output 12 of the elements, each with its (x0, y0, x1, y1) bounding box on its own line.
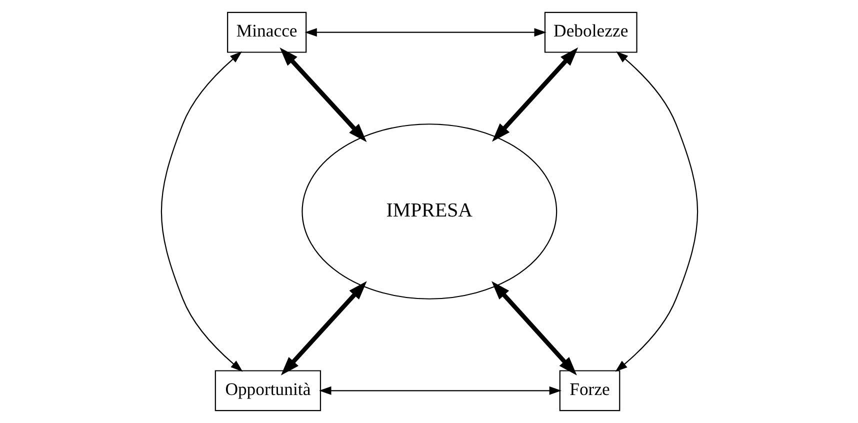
arrow (279, 47, 366, 142)
arrow (280, 281, 366, 376)
arrow (492, 47, 578, 142)
node-box: Minacce (226, 12, 306, 53)
arrow (491, 281, 576, 376)
node-box: Opportunità (214, 370, 321, 412)
arrow (318, 386, 561, 395)
arrow (304, 28, 546, 37)
arrow (614, 51, 698, 372)
arrow (160, 51, 242, 372)
node-box: Forze (558, 370, 620, 412)
node-box: Debolezze (544, 12, 637, 53)
